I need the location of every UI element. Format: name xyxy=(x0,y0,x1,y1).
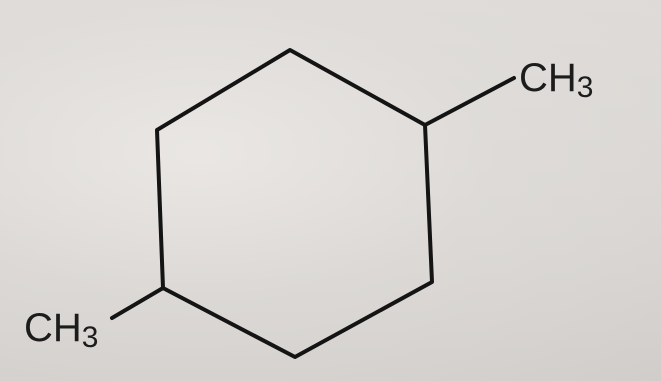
methyl-bond-bottom xyxy=(110,286,165,320)
methyl-bottom-subscript: 3 xyxy=(81,321,99,354)
cyclohexane-ring xyxy=(155,48,434,359)
methyl-bond-top xyxy=(423,76,516,127)
methyl-top-element: CH xyxy=(519,56,577,100)
methyl-label-top: CH3 xyxy=(519,56,593,103)
methyl-bottom-element: CH xyxy=(24,306,82,350)
methyl-top-subscript: 3 xyxy=(576,71,594,104)
methyl-label-bottom: CH3 xyxy=(24,306,98,353)
